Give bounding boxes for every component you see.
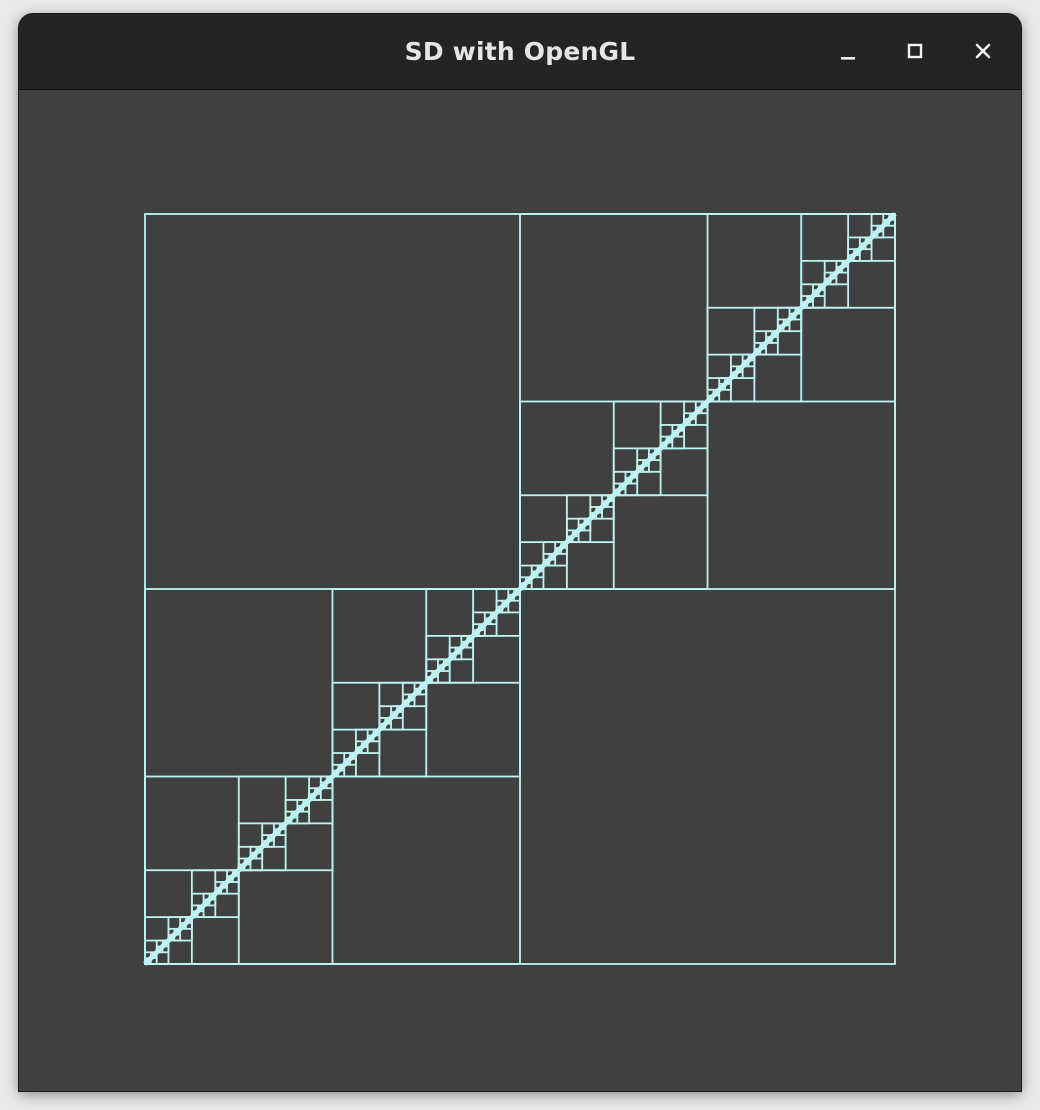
window-title: SD with OpenGL [404,37,636,66]
title-bar[interactable]: SD with OpenGL [19,14,1021,90]
close-button[interactable] [965,34,1001,70]
minimize-button[interactable] [830,34,866,70]
maximize-icon [907,43,923,59]
close-icon [975,43,991,59]
fractal-diagonal [143,212,897,966]
app-window: SD with OpenGL [19,14,1021,1091]
opengl-viewport[interactable] [19,90,1021,1091]
minimize-icon [841,57,855,60]
fractal-canvas [143,212,897,966]
maximize-button[interactable] [897,34,933,70]
